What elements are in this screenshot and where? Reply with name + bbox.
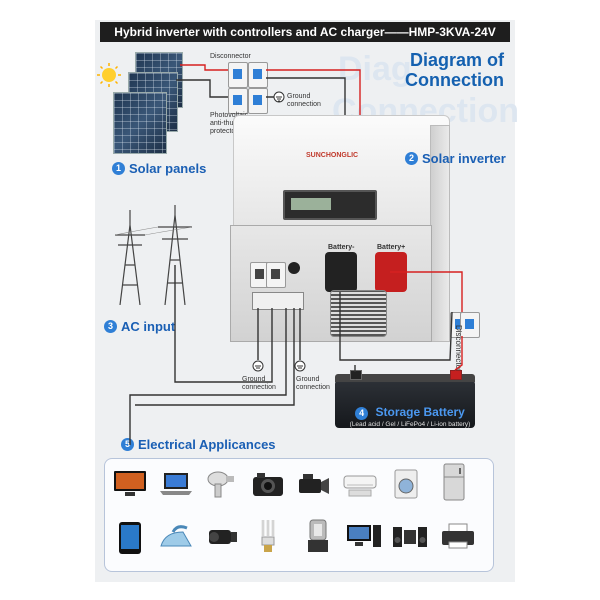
laptop-icon [158, 468, 194, 500]
ground-top-line-1: Ground [287, 93, 311, 100]
solar-panels-text: Solar panels [129, 161, 207, 176]
solar-panels-label: 1 Solar panels [112, 161, 206, 176]
wire-battery-red [390, 271, 463, 312]
terminal-strip [252, 292, 304, 310]
storage-battery-text: Storage Battery [375, 405, 465, 419]
power-switch [288, 262, 300, 274]
desktop-computer-icon [346, 520, 382, 552]
diagram-title: Diagram of Connection [405, 50, 504, 90]
air-conditioner-icon [342, 468, 378, 500]
ground-left-line-1: Ground [242, 376, 266, 383]
ground-right-line-2: connection [296, 384, 330, 391]
diagram-title-line-2: Connection [405, 70, 504, 90]
wire-load [129, 308, 287, 445]
pv-protector-line-2: anti-thunder [210, 120, 248, 127]
hair-dryer-icon [204, 468, 240, 500]
ac-input-label: 3 AC input [104, 319, 175, 334]
wire-battery-red-2 [454, 336, 463, 371]
watermark-line-1: Diag [338, 50, 412, 88]
ground-connection-top-label: Ground connection [287, 93, 321, 109]
power-pylon-icon [114, 205, 193, 305]
ac-input-text: AC input [121, 319, 176, 334]
inverter-brand: SUNCHONGLIC [306, 152, 359, 159]
ground-connection-left-label: Ground connection [242, 376, 276, 392]
wire-load-2 [135, 308, 295, 406]
stereo-icon [392, 520, 428, 552]
diagram-title-line-1: Diagram of [409, 50, 504, 70]
ac-input-num: 3 [104, 320, 117, 333]
ground-top-line-2: connection [287, 101, 321, 108]
battery-minus-terminal [325, 252, 357, 292]
solar-panel-3 [113, 92, 167, 154]
juicer-icon [300, 516, 336, 556]
electrical-appliances-text: Electrical Applicances [138, 437, 276, 452]
tv-icon [112, 468, 148, 500]
ground-symbols [252, 91, 306, 372]
disconnector-top-label: Disconnector [210, 53, 251, 60]
storage-battery [335, 374, 475, 428]
battery-types: (Lead acid / Gel / LiFePo4 / Li-ion batt… [349, 421, 471, 428]
battery-plus-label: Battery+ [377, 244, 406, 251]
ground-connection-right-label: Ground connection [296, 376, 330, 392]
pv-protector-line-3: protector [210, 128, 238, 135]
ground-left-line-2: connection [242, 384, 276, 391]
wire-ac-input [174, 265, 273, 383]
ac-breaker-2 [266, 262, 286, 288]
pv-protector-breaker-2 [248, 88, 268, 114]
battery-minus-label: Battery- [328, 244, 355, 251]
disconnector-breaker-top-1 [228, 62, 248, 88]
storage-battery-label: 4 Storage Battery [345, 405, 475, 420]
solar-inverter-label: 2 Solar inverter [405, 151, 506, 166]
inverter-lcd [283, 190, 377, 220]
title-bar: Hybrid inverter with controllers and AC … [100, 22, 510, 42]
iron-icon [158, 520, 194, 552]
washing-machine-icon [388, 468, 424, 500]
battery-terminal-minus [350, 370, 362, 380]
storage-battery-num: 4 [355, 407, 369, 420]
solar-panels-num: 1 [112, 162, 125, 175]
wire-pv-red [180, 64, 361, 115]
tablet-icon [112, 518, 148, 558]
solar-inverter-text: Solar inverter [422, 151, 506, 166]
light-bulb-icon [250, 516, 286, 556]
sun-icon [97, 63, 121, 87]
printer-icon [440, 520, 476, 552]
video-camera-icon [296, 468, 332, 500]
ground-right-line-1: Ground [296, 376, 320, 383]
electrical-appliances-label: 5 Electrical Applicances [121, 437, 276, 452]
wire-pv-dark-2 [266, 77, 346, 115]
pv-protector-breaker-1 [228, 88, 248, 114]
camcorder-icon [204, 520, 240, 552]
refrigerator-icon [436, 462, 472, 502]
wire-battery-dark [339, 292, 453, 361]
solar-inverter-num: 2 [405, 152, 418, 165]
battery-terminal-plus [450, 370, 462, 380]
pv-protector-line-1: Photovoltaic [210, 112, 249, 119]
pv-protector-label: Photovoltaic anti-thunder protector [210, 112, 248, 136]
disconnector-breaker-top-2 [248, 62, 268, 88]
disconnector-breaker-right-2 [460, 312, 480, 338]
camera-icon [250, 468, 286, 500]
electrical-appliances-num: 5 [121, 438, 134, 451]
wire-pv-dark [176, 79, 278, 98]
